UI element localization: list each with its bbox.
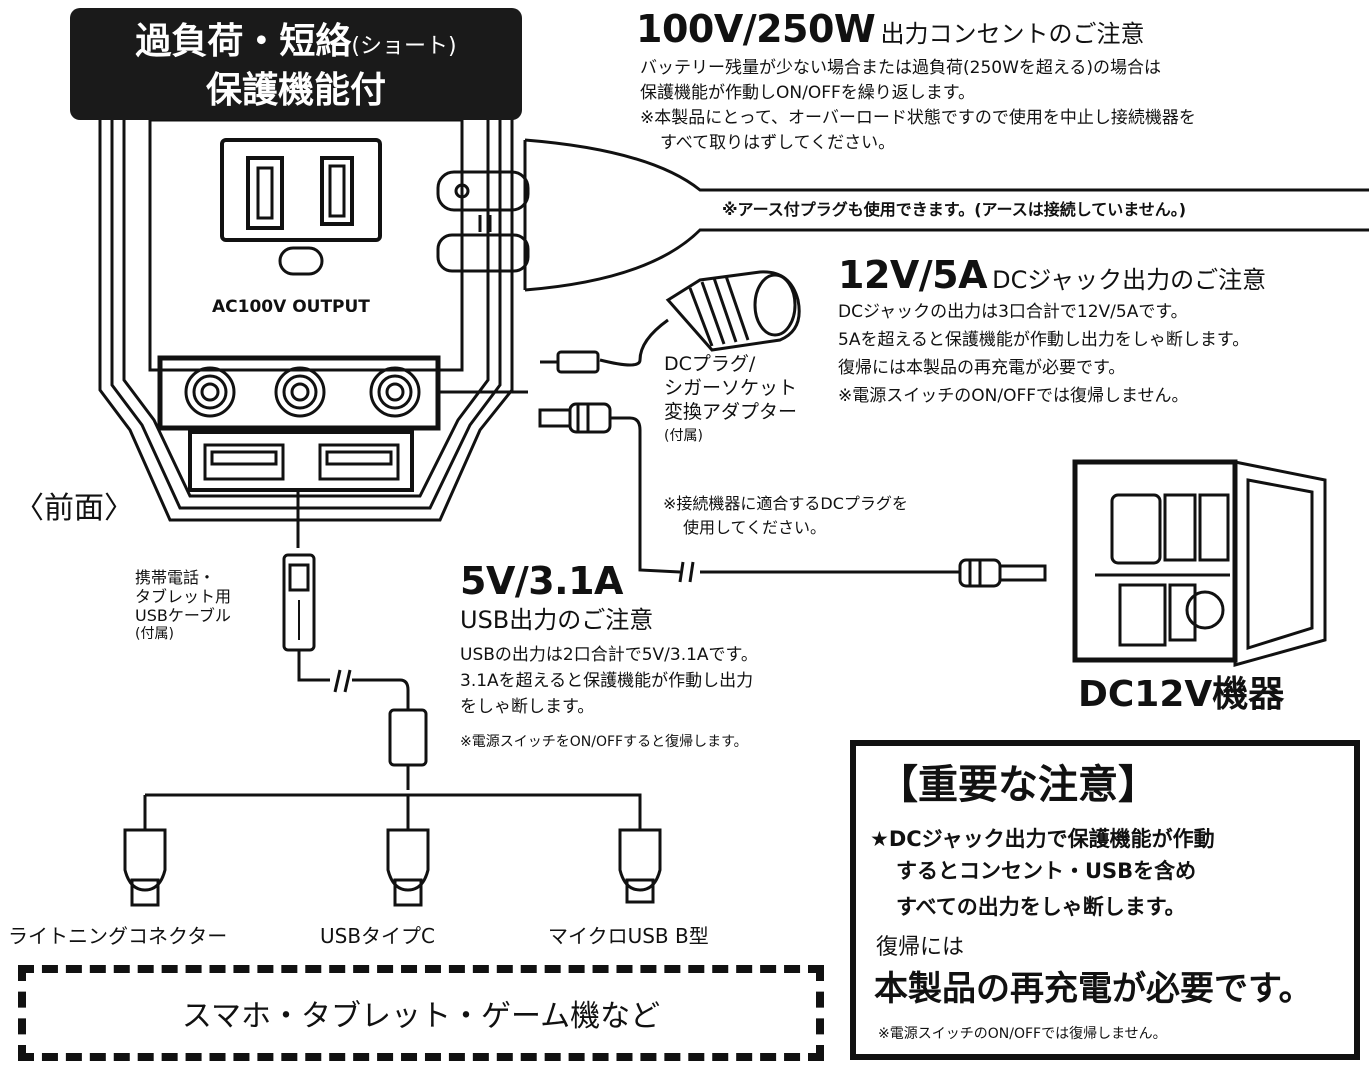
ac-section-text: バッテリー残量が少ない場合または過負荷(250Wを超える)の場合は 保護機能が作… (640, 56, 1196, 156)
front-label: 〈前面〉 (14, 491, 134, 526)
device-body (98, 110, 514, 522)
dc-line-3: 復帰には本製品の再充電が必要です。 (838, 358, 1126, 378)
connector-micro-usb: マイクロUSB B型 (548, 924, 709, 948)
usb-panel (188, 430, 414, 492)
ac-output-label: AC100V OUTPUT (212, 297, 370, 317)
usb-cable-note: (付属) (135, 626, 174, 642)
ac-line-3: ※本製品にとって、オーバーロード状態ですので使用を中止し接続機器を (640, 108, 1196, 128)
usb-cable-line-1: 携帯電話・ (135, 568, 216, 587)
plug-note: ※アース付プラグも使用できます。(アースは接続していません。) (722, 200, 1187, 219)
devices-label: スマホ・タブレット・ゲーム機など (181, 999, 661, 1034)
adapter-line-1: DCプラグ/ (664, 353, 756, 375)
cigar-socket-adapter (540, 270, 801, 374)
dc-plug-cable (538, 402, 1047, 588)
badge-line1: 過負荷・短絡 (135, 21, 352, 62)
important-line5: 本製品の再充電が必要です。 (874, 969, 1313, 1009)
dc-plug-note-2: 使用してください。 (683, 518, 827, 537)
connector-usb-c: USBタイプC (320, 924, 436, 948)
ac-line-1: バッテリー残量が少ない場合または過負荷(250Wを超える)の場合は (640, 58, 1162, 78)
dc-line-4: ※電源スイッチのON/OFFでは復帰しません。 (838, 386, 1189, 406)
ac-plug (436, 138, 1369, 292)
devices-box: スマホ・タブレット・ゲーム機など (18, 965, 824, 1061)
usb-title-big: 5V/3.1A (460, 559, 623, 603)
ac-line-2: 保護機能が作動しON/OFFを繰り返します。 (640, 83, 976, 103)
important-title: 【重要な注意】 (878, 762, 1158, 808)
dc-jack-panel (157, 355, 441, 431)
important-line3: すべての出力をしゃ断します。 (896, 895, 1186, 919)
important-line4: 復帰には (876, 935, 965, 960)
adapter-label: DCプラグ/ シガーソケット 変換アダプター (付属) (664, 352, 797, 448)
usb-line-1: USBの出力は2口合計で5V/3.1Aです。 (460, 645, 758, 665)
ac-outlet (220, 138, 382, 276)
ac-section-title: 100V/250W 出力コンセントのご注意 (636, 6, 1144, 54)
connector-lightning: ライトニングコネクター (8, 924, 228, 948)
dc-line-2: 5Aを超えると保護機能が作動し出力をしゃ断します。 (838, 330, 1250, 350)
usb-cable-line-3: USBケーブル (135, 606, 231, 625)
important-note: ※電源スイッチのON/OFFでは復帰しません。 (878, 1026, 1167, 1042)
badge-line1-small: (ショート) (351, 34, 457, 59)
protection-badge: 過負荷・短絡(ショート) 保護機能付 (70, 8, 522, 120)
adapter-line-2: シガーソケット (664, 377, 798, 399)
dc-device-label: DC12V機器 (1078, 674, 1285, 715)
dc-line-1: DCジャックの出力は3口合計で12V/5Aです。 (838, 302, 1188, 322)
ac-line-4: すべて取りはずしてください。 (660, 133, 896, 153)
dc-section-text: DCジャックの出力は3口合計で12V/5Aです。 5Aを超えると保護機能が作動し… (838, 298, 1249, 410)
dc-title-small: DCジャック出力のご注意 (992, 266, 1267, 294)
ac-title-small: 出力コンセントのご注意 (880, 20, 1145, 48)
adapter-note: (付属) (664, 428, 703, 444)
usb-section-text: USBの出力は2口合計で5V/3.1Aです。 3.1Aを超えると保護機能が作動し… (460, 642, 758, 720)
usb-note: ※電源スイッチをON/OFFすると復帰します。 (460, 734, 748, 750)
dc-section-title: 12V/5A DCジャック出力のご注意 (838, 252, 1266, 300)
important-line1: ★DCジャック出力で保護機能が作動 (870, 827, 1215, 851)
ac-title-big: 100V/250W (636, 7, 876, 51)
usb-line-3: をしゃ断します。 (460, 697, 595, 717)
adapter-line-3: 変換アダプター (664, 401, 798, 423)
important-line2: するとコンセント・USBを含め (896, 859, 1197, 883)
dc-plug-note-1: ※接続機器に適合するDCプラグを (663, 494, 908, 513)
badge-line2: 保護機能付 (205, 70, 386, 111)
usb-title-small: USB出力のご注意 (460, 606, 654, 634)
usb-cable-line-2: タブレット用 (135, 587, 232, 606)
usb-line-2: 3.1Aを超えると保護機能が作動し出力 (460, 671, 754, 691)
dc-plug-note: ※接続機器に適合するDCプラグを 使用してください。 (663, 492, 908, 540)
important-notice: 【重要な注意】 ★DCジャック出力で保護機能が作動 するとコンセント・USBを含… (850, 740, 1360, 1060)
usb-cable (123, 553, 662, 907)
usb-cable-label: 携帯電話・ タブレット用 USBケーブル (付属) (135, 568, 231, 644)
mini-fridge (1072, 459, 1327, 667)
dc-title-big: 12V/5A (838, 253, 988, 297)
